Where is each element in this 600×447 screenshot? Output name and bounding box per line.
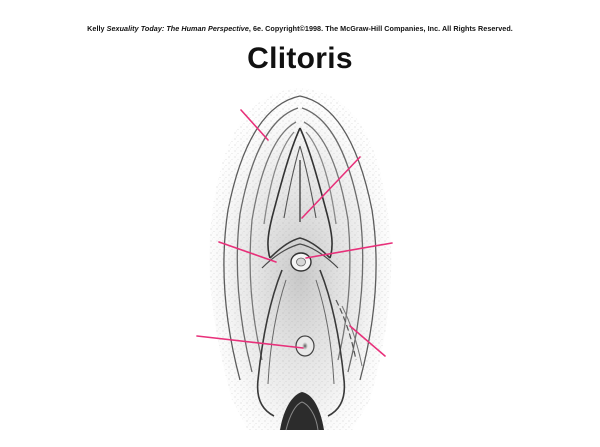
leader-line-prepuce xyxy=(240,109,269,141)
leader-line-urethra xyxy=(196,335,304,349)
leader-line-labia-minora xyxy=(349,325,386,357)
labia-minora xyxy=(256,237,363,417)
urethral-opening xyxy=(295,335,315,357)
labia-majora xyxy=(223,95,377,381)
author-name: Kelly xyxy=(87,24,105,33)
vaginal-opening xyxy=(280,392,324,431)
clitoral-hood xyxy=(267,127,333,259)
copyright-line: Kelly Sexuality Today: The Human Perspec… xyxy=(0,24,600,33)
page-title: Clitoris xyxy=(247,42,353,75)
leader-lines xyxy=(196,109,393,357)
leader-line-glans xyxy=(305,242,393,259)
book-title: Sexuality Today: The Human Perspective xyxy=(106,24,249,33)
copyright-notice: , 6e. Copyright©1998. The McGraw-Hill Co… xyxy=(248,24,513,33)
leader-line-shaft xyxy=(301,156,361,219)
leader-line-frenulum xyxy=(218,241,277,263)
glans-clitoris xyxy=(290,252,312,272)
